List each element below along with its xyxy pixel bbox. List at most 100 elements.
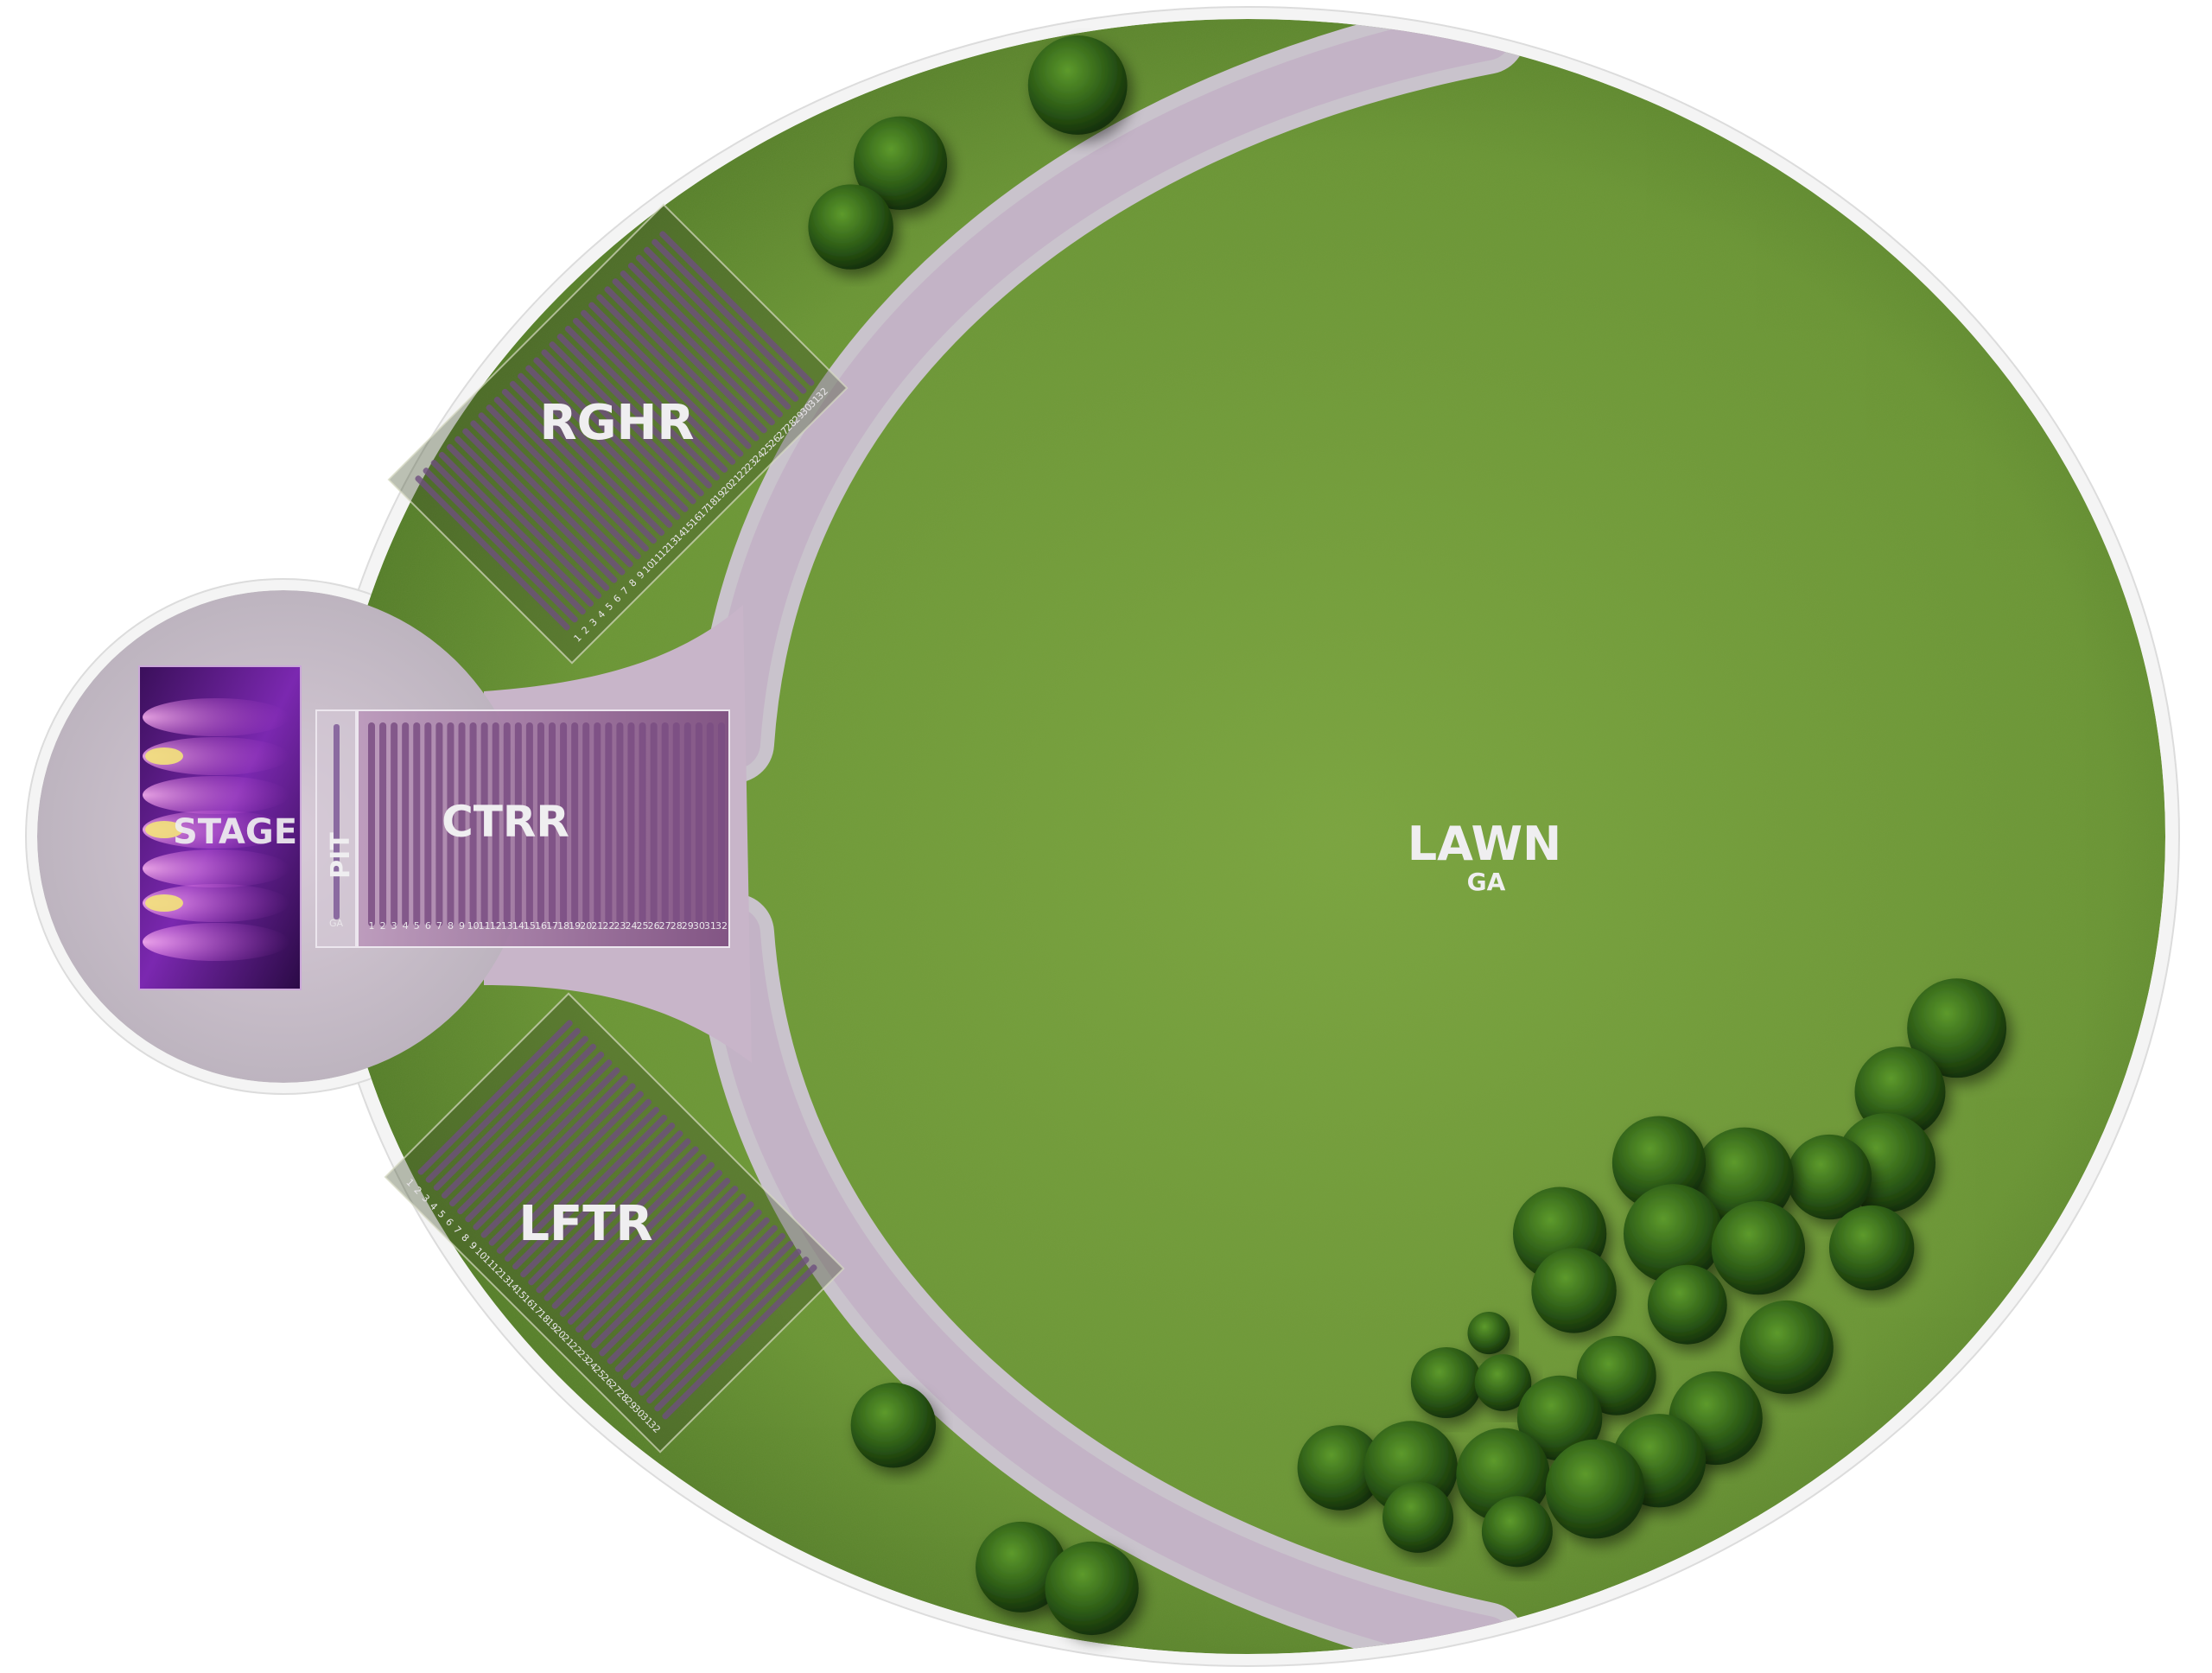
seat-row[interactable] (492, 722, 499, 926)
seat-row[interactable] (469, 419, 626, 576)
seat-row[interactable] (540, 348, 697, 506)
seat-row[interactable] (422, 467, 579, 624)
seat-row[interactable] (524, 364, 682, 521)
seat-row[interactable] (661, 1263, 818, 1421)
seat-row[interactable] (461, 427, 619, 584)
seat-row[interactable] (571, 722, 579, 926)
seat-row[interactable] (379, 722, 387, 926)
seat-row[interactable] (639, 722, 646, 926)
seat-row[interactable] (458, 722, 466, 926)
seat-row[interactable] (543, 1145, 700, 1302)
seat-row[interactable] (582, 722, 590, 926)
stage[interactable]: STAGE (138, 665, 302, 990)
seat-row[interactable] (619, 270, 776, 427)
seat-row[interactable] (532, 356, 690, 513)
seat-row[interactable] (368, 722, 375, 926)
seat-row[interactable] (621, 1224, 779, 1381)
seat-row[interactable] (580, 309, 737, 466)
seat-row[interactable] (548, 340, 705, 498)
seat-row[interactable] (650, 722, 658, 926)
seat-row[interactable] (464, 1066, 621, 1224)
seat-row[interactable] (627, 262, 785, 419)
seat-row[interactable] (485, 404, 642, 561)
seat-row[interactable] (487, 1090, 645, 1247)
seat-row[interactable] (616, 722, 624, 926)
seat-row[interactable] (469, 722, 477, 926)
seat-row[interactable] (658, 230, 816, 387)
seat-row[interactable] (424, 1027, 582, 1184)
seat-row[interactable] (550, 1153, 708, 1310)
seat-row[interactable] (432, 1034, 589, 1192)
seat-row[interactable] (661, 722, 669, 926)
seat-row[interactable] (549, 722, 556, 926)
seat-row[interactable] (606, 1208, 763, 1365)
seat-row[interactable] (560, 722, 568, 926)
section-rghr[interactable]: 1234567891011121314151617181920212223242… (387, 203, 849, 665)
seat-row[interactable] (493, 396, 650, 553)
seat-row[interactable] (635, 254, 792, 411)
seat-row[interactable] (501, 388, 658, 545)
seat-row[interactable] (603, 285, 760, 442)
seat-row[interactable] (402, 722, 410, 926)
seat-row[interactable] (456, 1059, 613, 1216)
seat-row[interactable] (613, 1216, 771, 1373)
seat-row[interactable] (527, 1129, 684, 1287)
seat-row[interactable] (605, 722, 613, 926)
seat-row[interactable] (525, 722, 533, 926)
seat-row[interactable] (706, 722, 714, 926)
seat-row[interactable] (504, 1106, 661, 1263)
seat-row[interactable] (512, 1114, 669, 1271)
seat-row[interactable] (503, 722, 511, 926)
seat-row[interactable] (695, 722, 702, 926)
seat-row[interactable] (718, 722, 725, 926)
seat-row[interactable] (537, 722, 544, 926)
seat-row[interactable] (519, 1122, 677, 1279)
seat-row[interactable] (643, 245, 800, 403)
seat-row[interactable] (472, 1074, 629, 1231)
seat-row[interactable] (598, 1200, 755, 1358)
seat-row[interactable] (448, 1051, 606, 1208)
seat-row[interactable] (588, 301, 745, 458)
seat-row[interactable] (509, 380, 666, 538)
seat-row[interactable] (454, 435, 611, 592)
seat-row[interactable] (414, 474, 571, 632)
seat-row[interactable] (567, 1169, 724, 1326)
seat-row[interactable] (480, 722, 488, 926)
seat-row[interactable] (572, 317, 729, 474)
seat-row[interactable] (653, 1256, 810, 1413)
seat-row[interactable] (429, 459, 587, 616)
seat-row[interactable] (517, 372, 674, 529)
seat-row[interactable] (416, 1019, 574, 1176)
seat-row[interactable] (651, 238, 808, 395)
seat-row[interactable] (575, 1177, 732, 1334)
seat-row[interactable] (672, 722, 680, 926)
seat-row[interactable] (441, 1043, 598, 1200)
seat-row[interactable] (627, 722, 635, 926)
seat-row[interactable] (582, 1185, 740, 1342)
seat-row[interactable] (594, 722, 601, 926)
seat-row[interactable] (556, 333, 713, 490)
seat-row[interactable] (564, 325, 721, 482)
seat-row[interactable] (683, 722, 691, 926)
seat-row[interactable] (435, 722, 443, 926)
seat-row[interactable] (495, 1097, 652, 1255)
seat-row[interactable] (477, 411, 634, 569)
section-pit[interactable]: PIT GA (315, 709, 357, 948)
seat-row[interactable] (446, 443, 603, 601)
seat-row[interactable] (480, 1082, 637, 1239)
seat-row[interactable] (611, 277, 768, 435)
seat-row[interactable] (514, 722, 522, 926)
seat-row[interactable] (638, 1240, 795, 1397)
section-lftr[interactable]: 1234567891011121314151617181920212223242… (384, 992, 845, 1454)
seat-row[interactable] (630, 1232, 787, 1390)
seat-row[interactable] (595, 293, 753, 450)
seat-row[interactable] (558, 1161, 715, 1318)
seat-row[interactable] (447, 722, 454, 926)
seat-row[interactable] (645, 1248, 803, 1405)
seat-row[interactable] (424, 722, 432, 926)
seat-row[interactable] (438, 451, 595, 608)
seat-row[interactable] (535, 1137, 692, 1295)
seat-row[interactable] (391, 722, 398, 926)
seat-row[interactable] (590, 1193, 747, 1350)
